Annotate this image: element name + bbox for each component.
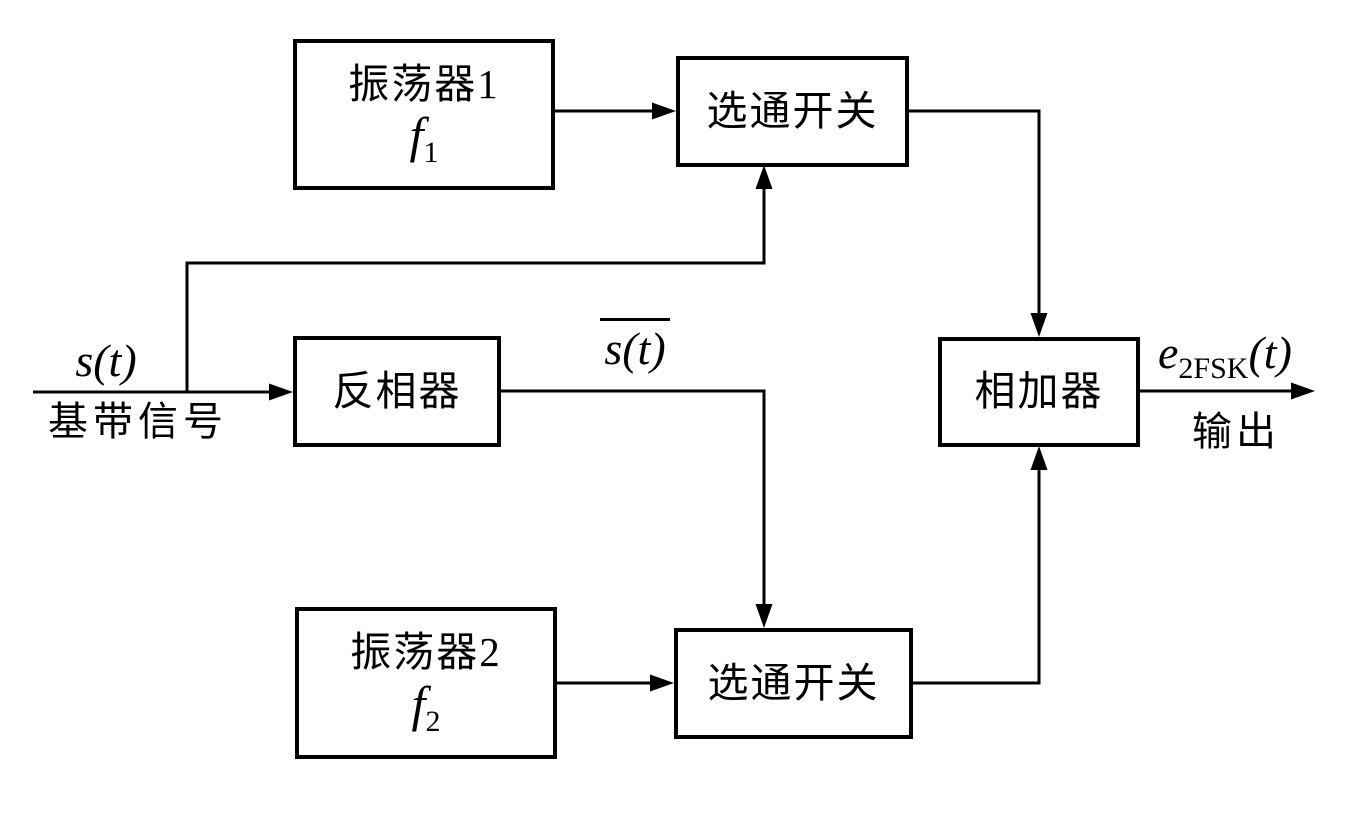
- oscillator-2-frequency: f2: [411, 675, 441, 738]
- output-caption-label: 输出: [1192, 409, 1280, 454]
- oscillator-1-label: 振荡器1: [348, 60, 500, 107]
- arrowhead-into-adder-top: [1030, 313, 1048, 337]
- arrowhead-into-gate1-bottom: [755, 165, 773, 189]
- block-adder: 相加器: [938, 337, 1140, 447]
- input-caption-label: 基带信号: [48, 399, 228, 444]
- wire-inv-gate2: [501, 389, 766, 609]
- wire-gate2-adder: [913, 466, 1041, 685]
- adder-label: 相加器: [974, 368, 1104, 415]
- block-inverter: 反相器: [293, 336, 501, 447]
- wire-control-top: [185, 186, 766, 392]
- inverted-signal-label: s(t): [580, 318, 690, 372]
- oscillator-2-label: 振荡器2: [350, 629, 502, 676]
- arrowhead-osc2-into-gate2: [650, 674, 674, 692]
- gate-switch-2-label: 选通开关: [707, 659, 880, 706]
- arrowhead-into-gate2-top: [755, 604, 773, 628]
- oscillator-1-frequency: f1: [409, 107, 439, 170]
- arrowhead-output: [1291, 382, 1315, 400]
- output-signal-label: e2FSK(t): [1158, 327, 1292, 385]
- gate-switch-1-label: 选通开关: [706, 87, 879, 134]
- block-oscillator-1: 振荡器1 f1: [293, 39, 555, 190]
- inverted-signal-overline: s(t): [600, 318, 670, 372]
- block-oscillator-2: 振荡器2 f2: [295, 607, 557, 759]
- block-gate-switch-2: 选通开关: [674, 628, 913, 739]
- input-signal-label: s(t): [75, 335, 137, 386]
- arrowhead-osc1-into-gate1: [652, 102, 676, 120]
- arrowhead-into-inverter: [269, 383, 293, 401]
- inverter-label: 反相器: [332, 367, 462, 414]
- block-gate-switch-1: 选通开关: [676, 56, 909, 167]
- wire-gate1-adder: [908, 109, 1041, 318]
- arrowhead-into-adder-bottom: [1030, 446, 1048, 470]
